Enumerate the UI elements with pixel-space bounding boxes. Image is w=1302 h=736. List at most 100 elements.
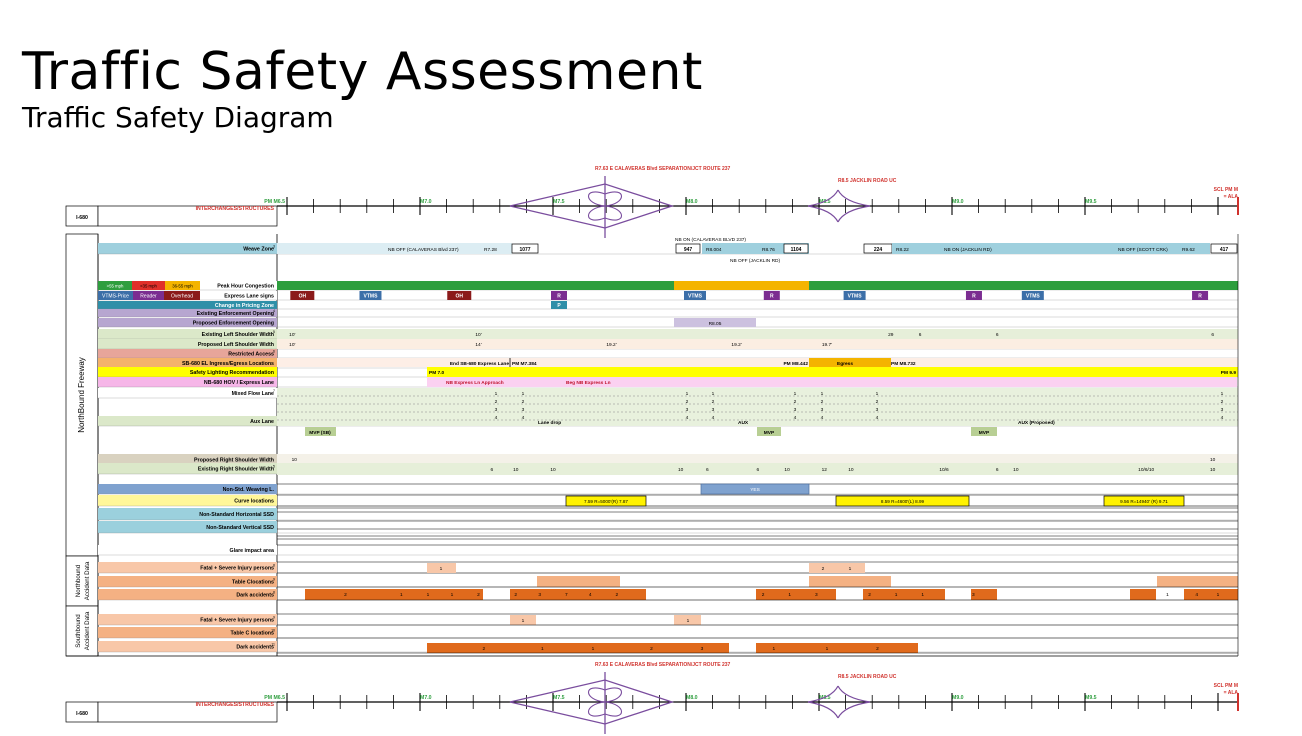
nb-accident-section-label: Northbound xyxy=(75,564,82,597)
weave-count: 1077 xyxy=(519,247,530,253)
row-label-bg-prop_right xyxy=(98,454,277,465)
postmile-label-bottom: M7.5 xyxy=(553,695,565,701)
proposed-left-shoulder-value: 14' xyxy=(475,342,481,348)
express-lane-sign-oh xyxy=(290,291,315,300)
curve-location-bar xyxy=(565,495,647,507)
egress-zone-bar xyxy=(809,358,891,367)
row-label-bg-nb_dark xyxy=(98,589,277,600)
proposed-right-shoulder-value: 10 xyxy=(1210,457,1216,463)
mvp-box xyxy=(971,427,997,436)
nb-accident-section-box xyxy=(65,555,99,607)
express-lane-sign-vtms xyxy=(843,291,866,300)
existing-right-shoulder-value: 6 xyxy=(706,467,709,473)
nb-dark-accident-bar xyxy=(510,589,646,600)
congestion-legend-swatch xyxy=(98,281,132,290)
row-label-bg-sb_tablec xyxy=(98,627,277,638)
weave-count-box xyxy=(511,243,539,254)
lane-number: 2 xyxy=(522,399,525,405)
lane-number: 2 xyxy=(1221,399,1224,405)
sb-dark-accident-value: 3 xyxy=(701,646,704,652)
proposed-left-shoulder-value: 19.2' xyxy=(731,342,741,348)
existing-right-shoulder-value: 6 xyxy=(490,467,493,473)
lane-number: 1 xyxy=(821,391,824,397)
structure-label-jacklin-top: R8.5 JACKLIN ROAD UC xyxy=(838,178,897,184)
existing-right-shoulder-value: 6 xyxy=(996,467,999,473)
row-label-bg-weave xyxy=(98,243,277,254)
proposed-enforcement-label: R8.05 xyxy=(709,321,722,327)
nb-dark-accident-bar xyxy=(971,589,997,600)
express-lane-sign-r xyxy=(763,291,780,300)
lane-number: 1 xyxy=(495,391,498,397)
row-label-bg-prop_left xyxy=(98,339,277,349)
cloverleaf-loop-bottom xyxy=(587,701,606,717)
weave-mid-bottom-label: NB OFF (JACKLIN RD) xyxy=(730,258,781,264)
row-label-bg-vssd xyxy=(98,521,277,533)
sb-fatal-value: 1 xyxy=(522,618,525,624)
row-label-bg-glare xyxy=(98,545,277,555)
mvp-sb-label: MVP (SB) xyxy=(309,430,331,436)
cloverleaf-loop-top xyxy=(604,205,623,221)
row-label-bg-aux xyxy=(98,416,277,426)
sb-accident-section-box xyxy=(65,605,99,657)
postmile-label-top: PM M6.5 xyxy=(264,199,285,205)
lane-number: 4 xyxy=(712,415,715,421)
scl-note-bottom: SCL PM M xyxy=(1214,683,1238,689)
row-label-bg-hov xyxy=(98,377,277,387)
lane-number: 3 xyxy=(495,407,498,413)
pricing-zone-label: P xyxy=(557,303,561,309)
cloverleaf-loop-bottom xyxy=(604,687,623,703)
row-label-sb_fatal: Fatal + Severe Injury persons xyxy=(200,618,274,624)
existing-right-shoulder-value: 10 xyxy=(1013,467,1019,473)
nb-dark-accident-value: 1 xyxy=(1217,592,1220,598)
sign-legend-swatch xyxy=(133,291,164,300)
page-subtitle: Traffic Safety Diagram xyxy=(22,101,334,134)
row-label-bg-sb_dark xyxy=(98,641,277,652)
nb-accident-section-label-2: Accident Data xyxy=(84,561,91,600)
row-label-bg-pricing xyxy=(98,301,277,309)
weave-pm-label: R8.004 xyxy=(706,247,722,253)
lane-number: 1 xyxy=(712,391,715,397)
interchanges-label-top: INTERCHANGES/STRUCTURES xyxy=(196,206,275,212)
sb-dark-accident-value: 2 xyxy=(483,646,486,652)
northbound-section-box xyxy=(65,233,99,557)
lane-number: 2 xyxy=(794,399,797,405)
sign-legend-label: VTMS-Price xyxy=(102,294,129,300)
congestion-legend-label: >55 mph xyxy=(107,284,124,289)
express-lane-sign-vtms xyxy=(684,291,706,300)
existing-left-shoulder-value: 6 xyxy=(919,332,922,338)
proposed-left-shoulder-value: 19.7' xyxy=(822,342,832,348)
postmile-label-top: M8.5 xyxy=(819,199,831,205)
lane-number: 2 xyxy=(495,399,498,405)
row-label-bg-weaving xyxy=(98,484,277,494)
row-label-sb_dark: Dark accidents xyxy=(236,645,274,651)
weaving-yes-label: YES xyxy=(750,487,760,493)
weave-pm-label: R7.28 xyxy=(484,247,497,253)
existing-right-shoulder-value: 10 xyxy=(1210,467,1216,473)
express-lane-sign-label: R xyxy=(1198,294,1202,300)
nb-table-c-bar xyxy=(809,576,891,587)
lane-number: 4 xyxy=(1221,415,1224,421)
structure-label-calaveras-top: R7.63 E CALAVERAS Blvd SEPARATION/JCT RO… xyxy=(595,166,731,172)
row-label-sup-sb_dark: 11 xyxy=(271,643,275,647)
row-label-pricing: Change in Pricing Zone xyxy=(215,303,274,309)
lighting-end-label: PM 9.9 xyxy=(1221,370,1237,376)
nb-dark-accident-value: 1 xyxy=(451,592,454,598)
existing-left-shoulder-value: 10' xyxy=(475,332,481,338)
existing-right-shoulder-value: 10 xyxy=(513,467,519,473)
lane-number: 3 xyxy=(876,407,879,413)
row-label-bg-prop_enf xyxy=(98,318,277,327)
nb-dark-accident-value: 7 xyxy=(565,592,568,598)
route-label-bottom: I-680 xyxy=(76,711,88,717)
row-label-restricted: Restricted Access xyxy=(228,352,274,358)
weave-count: 224 xyxy=(874,247,883,253)
postmile-label-bottom: M7.0 xyxy=(420,695,432,701)
proposed-right-shoulder-value: 10 xyxy=(292,457,298,463)
row-label-sup-nb_fatal: 8 xyxy=(273,564,275,568)
nb-dark-accident-value: 4 xyxy=(589,592,592,598)
row-label-bg-sb_fatal xyxy=(98,614,277,625)
existing-right-shoulder-value: 12 xyxy=(822,467,828,473)
existing-left-shoulder-value: 6 xyxy=(1211,332,1214,338)
express-lane-sign-label: R xyxy=(557,294,561,300)
nb-table-c-bar xyxy=(537,576,620,587)
nb-dark-accident-bar xyxy=(1184,589,1238,600)
